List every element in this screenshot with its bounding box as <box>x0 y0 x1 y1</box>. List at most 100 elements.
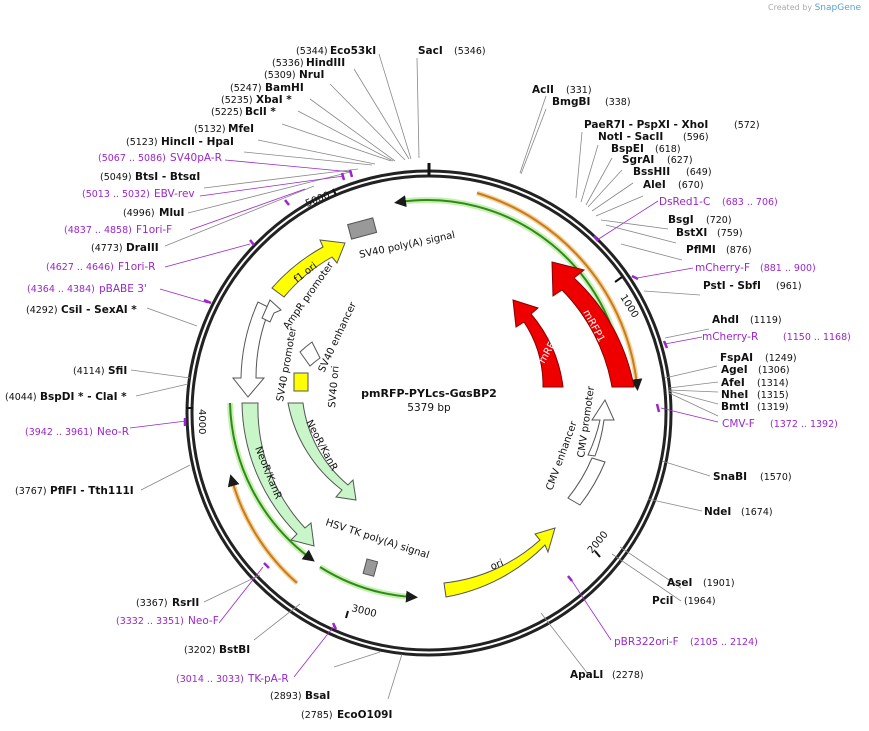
site-bamhi[interactable]: (5247)BamHI <box>230 82 304 94</box>
site-pflfi-name: PflFI - Tth111I <box>50 485 134 497</box>
feature-mrfp1-outer <box>551 261 635 388</box>
primer-tk-pa-r[interactable]: (3014 .. 3033)TK-pA-R <box>176 673 289 685</box>
primer-f1ori-f[interactable]: (4837 .. 4858)F1ori-F <box>64 224 172 236</box>
site-apali[interactable]: ApaLI(2278) <box>570 669 644 681</box>
site-mfei-pos: (5132) <box>194 124 226 135</box>
site-bsshii[interactable]: BssHII(649) <box>633 166 712 178</box>
site-paer7i[interactable]: PaeR7I - PspXI - XhoI(572) <box>584 119 760 131</box>
primer-pbabe3[interactable]: (4364 .. 4384)pBABE 3' <box>27 283 147 295</box>
label-ori: ori <box>489 558 505 573</box>
site-pcii[interactable]: PciI(1964) <box>652 595 716 607</box>
site-ecoo109i[interactable]: (2785)EcoO109I <box>301 709 392 721</box>
site-nrui[interactable]: (5309)NruI <box>264 69 324 81</box>
site-pflfi-pos: (3767) <box>15 486 47 497</box>
site-asei[interactable]: AseI(1901) <box>667 577 735 589</box>
site-sfii[interactable]: (4114)SfiI <box>73 365 127 377</box>
primer-dsred1-c[interactable]: DsRed1-C(683 .. 706) <box>659 196 778 208</box>
primer-neo-f[interactable]: (3332 .. 3351)Neo-F <box>116 615 219 627</box>
site-bsgi[interactable]: BsgI(720) <box>668 214 732 226</box>
site-bsgi-pos: (720) <box>706 215 732 226</box>
feature-sv40-polya <box>347 217 378 240</box>
site-bsai[interactable]: (2893)BsaI <box>270 690 330 702</box>
site-pflmi[interactable]: PflMI(876) <box>686 244 752 256</box>
primer-ebv-rev[interactable]: (5013 .. 5032)EBV-rev <box>82 188 195 200</box>
site-ecoo109i-pos: (2785) <box>301 710 333 721</box>
site-bstxi-name: BstXI <box>676 227 707 239</box>
primer-tk-pa-r-pos: (3014 .. 3033) <box>176 674 244 685</box>
site-ndei[interactable]: NdeI(1674) <box>704 506 773 518</box>
site-bspei[interactable]: BspEI(618) <box>611 143 681 155</box>
site-nhei[interactable]: NheI(1315) <box>721 389 789 401</box>
label-cmv-enhancer: CMV enhancer <box>544 419 580 492</box>
primer-mcherry-r-name: mCherry-R <box>702 331 758 343</box>
site-afei[interactable]: AfeI(1314) <box>721 377 789 389</box>
primer-pbabe3-pos: (4364 .. 4384) <box>27 284 95 295</box>
feature-mrfp1-inner <box>512 299 564 388</box>
site-nrui-name: NruI <box>299 69 324 81</box>
primer-cmv-f[interactable]: CMV-F(1372 .. 1392) <box>722 418 838 430</box>
site-agei[interactable]: AgeI(1306) <box>721 364 790 376</box>
site-bmti[interactable]: BmtI(1319) <box>721 401 789 413</box>
site-btsi[interactable]: (5049)BtsI - BtsαI <box>100 171 200 183</box>
primer-mcherry-r[interactable]: mCherry-R (1150 .. 1168) <box>702 331 851 343</box>
site-mfei[interactable]: (5132)MfeI <box>194 123 254 135</box>
site-bspdi[interactable]: (4044)BspDI * - ClaI * <box>5 391 127 403</box>
site-bmgbi[interactable]: BmgBI(338) <box>552 96 631 108</box>
site-paer7i-pos: (572) <box>734 120 760 131</box>
site-fspai[interactable]: FspAI (1249) <box>720 352 797 364</box>
site-saci[interactable]: SacI(5346) <box>418 45 486 57</box>
site-ahdi[interactable]: AhdI(1119) <box>712 314 782 326</box>
site-pflfi[interactable]: (3767)PflFI - Tth111I <box>15 485 134 497</box>
feature-cmv-enhancer <box>567 457 606 506</box>
primer-mcherry-f[interactable]: mCherry-F(881 .. 900) <box>695 262 816 274</box>
site-saci-name: SacI <box>418 45 443 57</box>
primer-mcherry-r-pos: (1150 .. 1168) <box>783 332 851 343</box>
site-sgrai-name: SgrAI <box>622 154 654 166</box>
site-xbai[interactable]: (5235)XbaI * <box>221 94 292 106</box>
site-hincii[interactable]: (5123)HincII - HpaI <box>126 136 234 148</box>
site-leaders <box>130 53 719 700</box>
site-bcli[interactable]: (5225)BclI * <box>211 106 276 118</box>
site-bmgbi-name: BmgBI <box>552 96 590 108</box>
site-snabi[interactable]: SnaBI(1570) <box>713 471 792 483</box>
arc-green-top <box>399 197 627 386</box>
site-draiii[interactable]: (4773)DraIII <box>91 242 159 254</box>
site-alei[interactable]: AleI(670) <box>643 179 704 191</box>
site-nhei-name: NheI <box>721 389 748 401</box>
site-alei-pos: (670) <box>678 180 704 191</box>
site-pcii-name: PciI <box>652 595 673 607</box>
plasmid-length: 5379 bp <box>407 402 451 414</box>
site-noti[interactable]: NotI - SacII(596) <box>598 131 709 143</box>
site-agei-pos: (1306) <box>758 365 790 376</box>
label-sv40-polya: SV40 poly(A) signal <box>358 230 456 261</box>
site-hincii-pos: (5123) <box>126 137 158 148</box>
site-asei-name: AseI <box>667 577 692 589</box>
site-bstxi[interactable]: BstXI(759) <box>676 227 743 239</box>
site-rsrii[interactable]: (3367)RsrII <box>136 597 199 609</box>
primer-pbr322ori-f[interactable]: pBR322ori-F(2105 .. 2124) <box>614 636 758 648</box>
site-pflmi-name: PflMI <box>686 244 716 256</box>
site-csii[interactable]: (4292)CsiI - SexAI * <box>26 304 137 316</box>
tick-label-3000: 3000 <box>350 603 377 620</box>
feature-ampr-promoter <box>261 299 282 323</box>
site-ahdi-pos: (1119) <box>750 315 782 326</box>
site-bstbi[interactable]: (3202)BstBI <box>184 644 250 656</box>
site-hincii-name: HincII - HpaI <box>161 136 234 148</box>
primer-sv40pa-r[interactable]: (5067 .. 5086)SV40pA-R <box>98 152 222 164</box>
site-psti[interactable]: PstI - SbfI(961) <box>703 280 802 292</box>
primer-ebv-rev-pos: (5013 .. 5032) <box>82 189 150 200</box>
primer-neo-r-pos: (3942 .. 3961) <box>25 427 93 438</box>
primer-neo-r[interactable]: (3942 .. 3961)Neo-R <box>25 426 129 438</box>
site-eco53ki[interactable]: (5344)Eco53kI <box>296 45 376 57</box>
site-afei-pos: (1314) <box>757 378 789 389</box>
site-hindiii[interactable]: (5336)HindIII <box>272 57 345 69</box>
site-mlui[interactable]: (4996)MluI <box>123 207 184 219</box>
site-acli[interactable]: AclI(331) <box>532 84 592 96</box>
site-fspai-pos: (1249) <box>765 353 797 364</box>
tick-label-4000: 4000 <box>196 409 207 434</box>
site-sgrai[interactable]: SgrAI(627) <box>622 154 693 166</box>
primer-f1ori-r[interactable]: (4627 .. 4646)F1ori-R <box>46 261 155 273</box>
primer-tk-pa-r-name: TK-pA-R <box>247 673 289 685</box>
site-fspai-name: FspAI <box>720 352 753 364</box>
